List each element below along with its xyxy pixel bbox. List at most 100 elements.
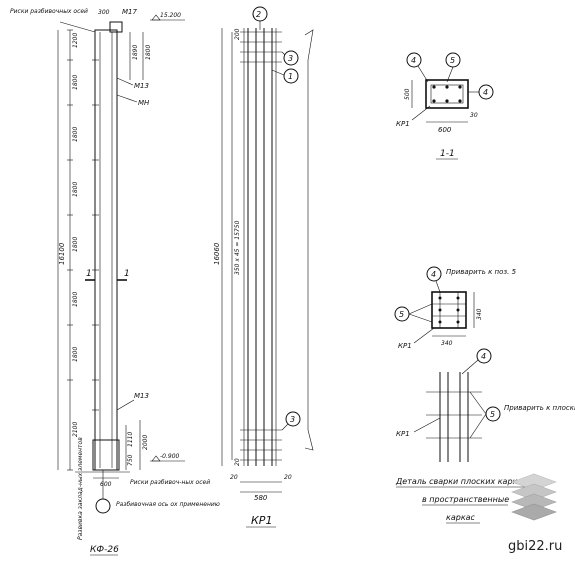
frame-title: КР1 xyxy=(251,514,272,527)
leader-line xyxy=(271,69,285,76)
section-mark-5: 5 xyxy=(450,56,455,65)
dim-1800: 1800 xyxy=(72,127,79,142)
level-marker-icon xyxy=(151,14,161,21)
leader-line xyxy=(469,413,487,439)
mark-mn: МН xyxy=(138,99,150,107)
detail-vertical-bars xyxy=(439,372,469,462)
detail-bottom-note: Приварить к плоским каркасам xyxy=(504,404,575,412)
dim-750: 750 xyxy=(127,454,134,466)
section-mark-4a: 4 xyxy=(411,56,416,65)
dim-2100: 2100 xyxy=(72,422,79,437)
section-mark-right: 1 xyxy=(124,269,130,279)
leader-line xyxy=(116,94,138,103)
section-dim-30: 30 xyxy=(470,112,478,119)
label-bottom-risks: Риски разбивоч-ных осей xyxy=(130,479,210,486)
section-mark-4b: 4 xyxy=(483,88,488,97)
frame-dim-bottom: 20 xyxy=(234,458,241,466)
frame-elevation: 2 3 1 3 16060 350 х 45 = 15750 200 20 20… xyxy=(213,6,314,528)
leader-line xyxy=(461,359,479,375)
label-embedded: Развивка заклад-ных элементов xyxy=(77,437,84,540)
section-inner xyxy=(430,84,464,104)
dim-1800-r: 1800 xyxy=(145,45,152,60)
position-bubble xyxy=(283,50,299,66)
dim-600: 600 xyxy=(100,481,112,488)
section-title: 1-1 xyxy=(440,149,455,159)
leader-line xyxy=(413,327,435,344)
caption-line-3: каркас xyxy=(446,513,476,522)
frame-dim-total: 16060 xyxy=(213,242,221,265)
column-elevation: 1200 1800 1800 1800 1800 1800 1800 2100 … xyxy=(10,8,220,556)
watermark-logo-icon xyxy=(511,473,557,521)
weld-detail-elevation: 4 5 Приварить к плоским каркасам КР1 xyxy=(396,348,575,462)
frame-dim-top: 200 xyxy=(234,28,241,40)
watermark: gbi22.ru xyxy=(508,473,562,554)
column-foot xyxy=(92,439,120,471)
leader-line xyxy=(281,423,289,431)
dim-total: 16100 xyxy=(58,242,66,265)
frame-mark-3-top: 3 xyxy=(288,54,293,63)
frame-dim-20-left: 20 xyxy=(230,474,238,481)
frame-stirrups-top xyxy=(240,31,282,63)
frame-longitudinal-bars xyxy=(247,28,273,466)
frame-dim-580: 580 xyxy=(254,494,268,502)
leader-line xyxy=(116,399,135,411)
caption-line-1: Деталь сварки плоских каркасов xyxy=(395,477,537,486)
dim-2000: 2000 xyxy=(142,435,149,450)
dim-1200: 1200 xyxy=(72,33,79,48)
position-bubble xyxy=(283,68,299,84)
detail-outline xyxy=(431,291,467,329)
watermark-text: gbi22.ru xyxy=(508,539,562,554)
detail-horizontal-bars xyxy=(426,391,482,439)
detail-dim-340h: 340 xyxy=(441,340,453,347)
leader-line xyxy=(116,77,134,86)
detail-top-label-kp1: КР1 xyxy=(398,342,412,350)
leader-line xyxy=(59,21,96,33)
leader-line xyxy=(411,105,431,121)
dim-1800: 1800 xyxy=(72,75,79,90)
frame-dim-pitch: 350 х 45 = 15750 xyxy=(234,220,241,275)
mark-m13-top: М13 xyxy=(134,82,149,90)
embedded-part-ticks xyxy=(92,59,99,411)
section-label-kp1: КР1 xyxy=(396,120,410,128)
dim-1800: 1800 xyxy=(72,292,79,307)
section-rebars xyxy=(432,85,462,103)
frame-mark-3-bottom: 3 xyxy=(290,415,295,424)
weld-detail-plan: 4 Приварить к поз. 5 5 340 340 КР1 xyxy=(394,266,517,350)
section-outline xyxy=(425,79,469,109)
detail-bottom-mark-5: 5 xyxy=(490,410,495,419)
label-depth-line: Разбивочная ось ох применению xyxy=(116,501,220,508)
leader-line xyxy=(469,391,487,415)
frame-side-view xyxy=(304,29,314,451)
axis-bubble xyxy=(95,498,111,514)
leader-line xyxy=(408,303,433,315)
detail-caption: Деталь сварки плоских каркасов в простра… xyxy=(395,477,537,524)
level-top: 15.200 xyxy=(160,12,181,19)
position-bubble xyxy=(476,348,492,364)
dim-1890: 1890 xyxy=(132,45,139,60)
section-1-1: 4 5 4 500 30 600 КР1 1-1 xyxy=(396,52,494,160)
detail-grid xyxy=(432,292,466,328)
dimension-ticks xyxy=(67,29,73,471)
detail-weld-points xyxy=(438,296,460,324)
level-marker-icon xyxy=(151,455,161,462)
position-bubble xyxy=(406,52,422,68)
position-bubble xyxy=(285,411,301,427)
section-dim-600: 600 xyxy=(438,126,452,134)
label-top-risks: Риски разбивочных осей xyxy=(10,8,88,15)
detail-top-mark-5: 5 xyxy=(399,310,404,319)
frame-stirrups-bottom xyxy=(240,429,282,461)
mark-m17: М17 xyxy=(122,8,137,16)
dim-1110: 1110 xyxy=(127,432,134,447)
detail-top-note: Приварить к поз. 5 xyxy=(446,268,517,276)
caption-line-2: в пространственные xyxy=(422,495,509,504)
frame-mark-1: 1 xyxy=(288,72,293,81)
detail-bottom-mark-4: 4 xyxy=(481,352,486,361)
leader-line xyxy=(435,280,441,293)
leader-line xyxy=(417,65,429,83)
detail-top-mark-4: 4 xyxy=(431,270,436,279)
leader-line xyxy=(413,417,441,433)
dim-300: 300 xyxy=(98,9,110,16)
column-top-plate xyxy=(109,21,123,33)
column-title: КФ-26 xyxy=(90,545,119,555)
